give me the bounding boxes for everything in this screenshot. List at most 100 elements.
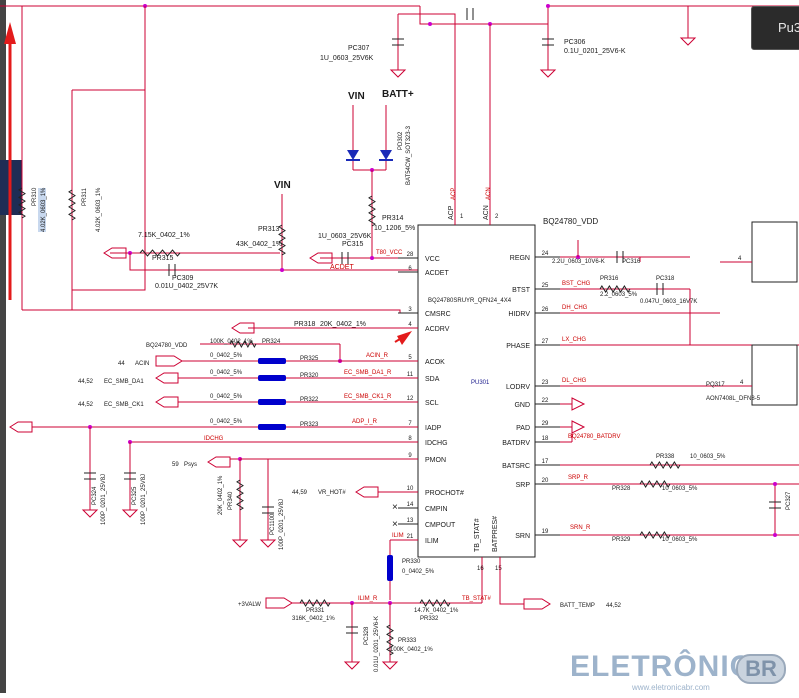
ic-pin-gnd: GND	[514, 402, 530, 409]
mosfet-pin: 4	[740, 380, 744, 386]
ic-pin-lodrv: LODRV	[506, 384, 530, 391]
document-tab-label: Pu3	[778, 20, 799, 35]
pr315-value: 7.15K_0402_1%	[138, 232, 190, 239]
ic-pin-btst: BTST	[512, 287, 531, 294]
pr322-value: 0_0402_5%	[210, 394, 243, 400]
pc315-ref: PC315	[342, 241, 364, 248]
ic-pin-scl: SCL	[425, 400, 439, 407]
pr323-value: 0_0402_5%	[210, 419, 243, 425]
acp-net: ACP	[451, 188, 457, 200]
junction-dot	[370, 256, 374, 260]
ic-pin-ilim: ILIM	[425, 538, 439, 545]
ic-pin-num: 20	[542, 478, 549, 484]
acin-net: ACIN	[135, 361, 149, 367]
pr310-resistor	[18, 187, 26, 219]
pr329-value: 10_0603_5%	[662, 537, 698, 543]
pq317-mosfet	[751, 344, 798, 406]
ec-smb-ck1-net: EC_SMB_CK1	[104, 402, 144, 408]
tb-stat-net: TB_STAT#	[462, 596, 491, 602]
ilim-r-net: ILIM_R	[358, 596, 378, 602]
psys-sheet: 59	[172, 462, 179, 468]
no-connect-cmpin: ×	[392, 502, 398, 513]
pr311-value: 4.02K_0603_1%	[96, 187, 102, 232]
ec-sheet-da: 44,52	[78, 379, 94, 385]
ic-pin-num: 24	[542, 251, 549, 257]
batt-temp-arrow	[523, 598, 551, 610]
pr322-ref: PR322	[300, 397, 319, 403]
batt-rail-label: BATT+	[382, 89, 414, 100]
psys-arrow	[207, 456, 231, 468]
pr324-ref: PR324	[262, 339, 281, 345]
pr315-resistor	[139, 249, 181, 257]
ic-pin-num: 17	[542, 459, 549, 465]
ic-pin-acdrv: ACDRV	[425, 326, 450, 333]
document-tab[interactable]: Pu3	[751, 6, 799, 50]
ilim-net: ILIM	[392, 533, 404, 539]
ic-pin-num: 18	[542, 436, 549, 442]
annotation-arrowhead	[4, 22, 16, 44]
smb-da1-r-net: EC_SMB_DA1_R	[344, 370, 392, 376]
ec-sheet-ck: 44,52	[78, 402, 94, 408]
ec-smb-da1-net: EC_SMB_DA1	[104, 379, 144, 385]
watermark-badge: BR	[736, 654, 786, 684]
v3alw-rail: +3VALW	[238, 602, 261, 608]
acn-net: ACN	[486, 187, 492, 200]
pr311-ref: PR311	[82, 187, 88, 206]
pr314-value: 10_1206_5%	[374, 225, 415, 232]
pc316-value: 2.2U_0603_10V6-K	[552, 259, 605, 265]
wire	[72, 6, 146, 291]
ic-pin-num: 15	[495, 566, 502, 572]
idchg-net: IDCHG	[204, 436, 224, 442]
ic-pin-num: 16	[477, 566, 484, 572]
ic-pin-num: 2	[495, 214, 499, 220]
pr333-resistor	[386, 624, 394, 656]
bst-chg-net: BST_CHG	[562, 281, 591, 287]
ic-pin-num: 23	[542, 380, 549, 386]
ic-pin-phase: PHASE	[506, 343, 530, 350]
acin-arrow	[155, 355, 183, 367]
pd302-ref: PD302	[398, 131, 404, 150]
pad-arrow	[571, 420, 586, 434]
vr-hot-arrow	[355, 486, 379, 498]
pq317-ref: PQ317	[706, 382, 725, 388]
pr323-ref: PR323	[300, 422, 319, 428]
pc306-ref: PC306	[564, 39, 586, 46]
sda-arrow	[155, 372, 179, 384]
ic-pin-batsrc: BATSRC	[502, 463, 530, 470]
pr340-resistor	[236, 479, 244, 511]
pr328-resistor	[639, 480, 671, 488]
pr329-ref: PR329	[612, 537, 631, 543]
v3alw-arrow	[265, 597, 293, 609]
pr324-resistor	[229, 339, 257, 349]
ground-symbol	[231, 539, 249, 548]
pr318-value: 20K_0402_1%	[320, 321, 366, 328]
watermark-badge-text: BR	[745, 656, 777, 681]
pr331-value: 316K_0402_1%	[292, 616, 335, 622]
pc318-ref: PC318	[656, 276, 675, 282]
pr332-resistor	[419, 599, 451, 607]
pr313-ref: PR313	[258, 226, 280, 233]
acin-sheet: 44	[118, 361, 125, 367]
ic-pin-num: 8	[408, 436, 412, 442]
pr340-ref: PR340	[228, 491, 234, 510]
acdrv-arrow	[231, 322, 255, 334]
pr311-resistor	[68, 189, 76, 221]
ic-pin-bottom: TB_STAT#	[474, 518, 481, 552]
pr320-jumper	[258, 375, 286, 381]
scl-arrow	[155, 396, 179, 408]
ic-pin-num: 21	[407, 534, 414, 540]
acin-r-net: ACIN_R	[366, 353, 389, 359]
pc1100-value: 100P_0201_25V8J	[279, 499, 285, 550]
junction-dot	[773, 482, 777, 486]
ground-symbol	[539, 69, 557, 78]
pr338-resistor	[649, 461, 681, 469]
ic-pin-num: 25	[542, 283, 549, 289]
ic-pin-num: 22	[542, 398, 549, 404]
pr313-value: 43K_0402_1%	[236, 241, 282, 248]
pc325-value: 100P_0201_25V8J	[141, 474, 147, 525]
ic-pin-num: 28	[407, 252, 414, 258]
pc307-value: 1U_0603_25V6K	[320, 55, 374, 62]
pr340-value: 20K_0402_1%	[218, 475, 224, 515]
pc306-value: 0.1U_0201_25V6-K	[564, 48, 626, 55]
